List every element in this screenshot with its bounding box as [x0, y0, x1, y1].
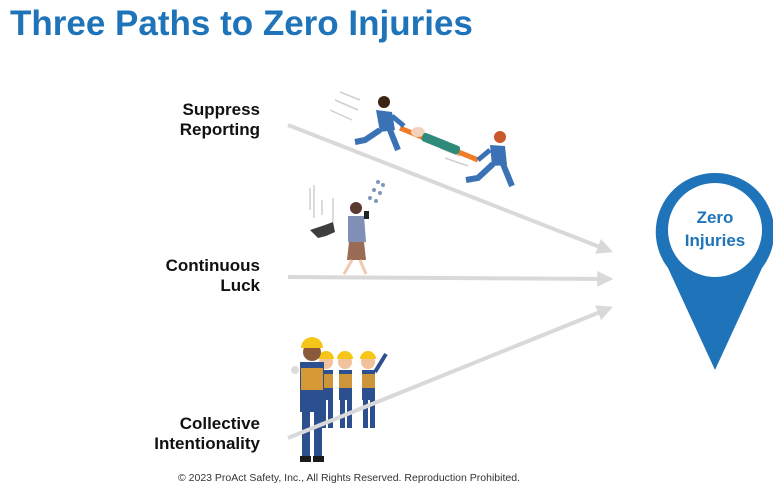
path-label-suppress-reporting: Suppress Reporting	[60, 100, 260, 140]
destination-line: Zero	[696, 208, 734, 227]
map-pin-icon	[655, 172, 773, 370]
safety-team-illustration	[291, 337, 388, 462]
label-line: Continuous	[165, 256, 260, 275]
luck-illustration	[309, 180, 385, 275]
path-label-continuous-luck: Continuous Luck	[60, 256, 260, 296]
destination-label: Zero Injuries	[660, 206, 770, 252]
label-line: Suppress	[182, 100, 260, 119]
label-line: Collective	[179, 414, 260, 433]
copyright-footer: © 2023 ProAct Safety, Inc., All Rights R…	[178, 472, 520, 484]
anvil-icon	[310, 222, 335, 238]
label-line: Luck	[220, 276, 260, 295]
label-line: Reporting	[179, 120, 260, 139]
page-title: Three Paths to Zero Injuries	[10, 4, 473, 43]
destination-line: Injuries	[684, 231, 746, 250]
path-label-collective-intentionality: Collective Intentionality	[60, 414, 260, 454]
arrow-suppress-reporting	[287, 123, 613, 254]
arrow-collective-intentionality	[287, 305, 613, 440]
stretcher-runners-illustration	[329, 91, 515, 188]
arrow-continuous-luck	[287, 270, 614, 287]
label-line: Intentionality	[154, 434, 260, 453]
